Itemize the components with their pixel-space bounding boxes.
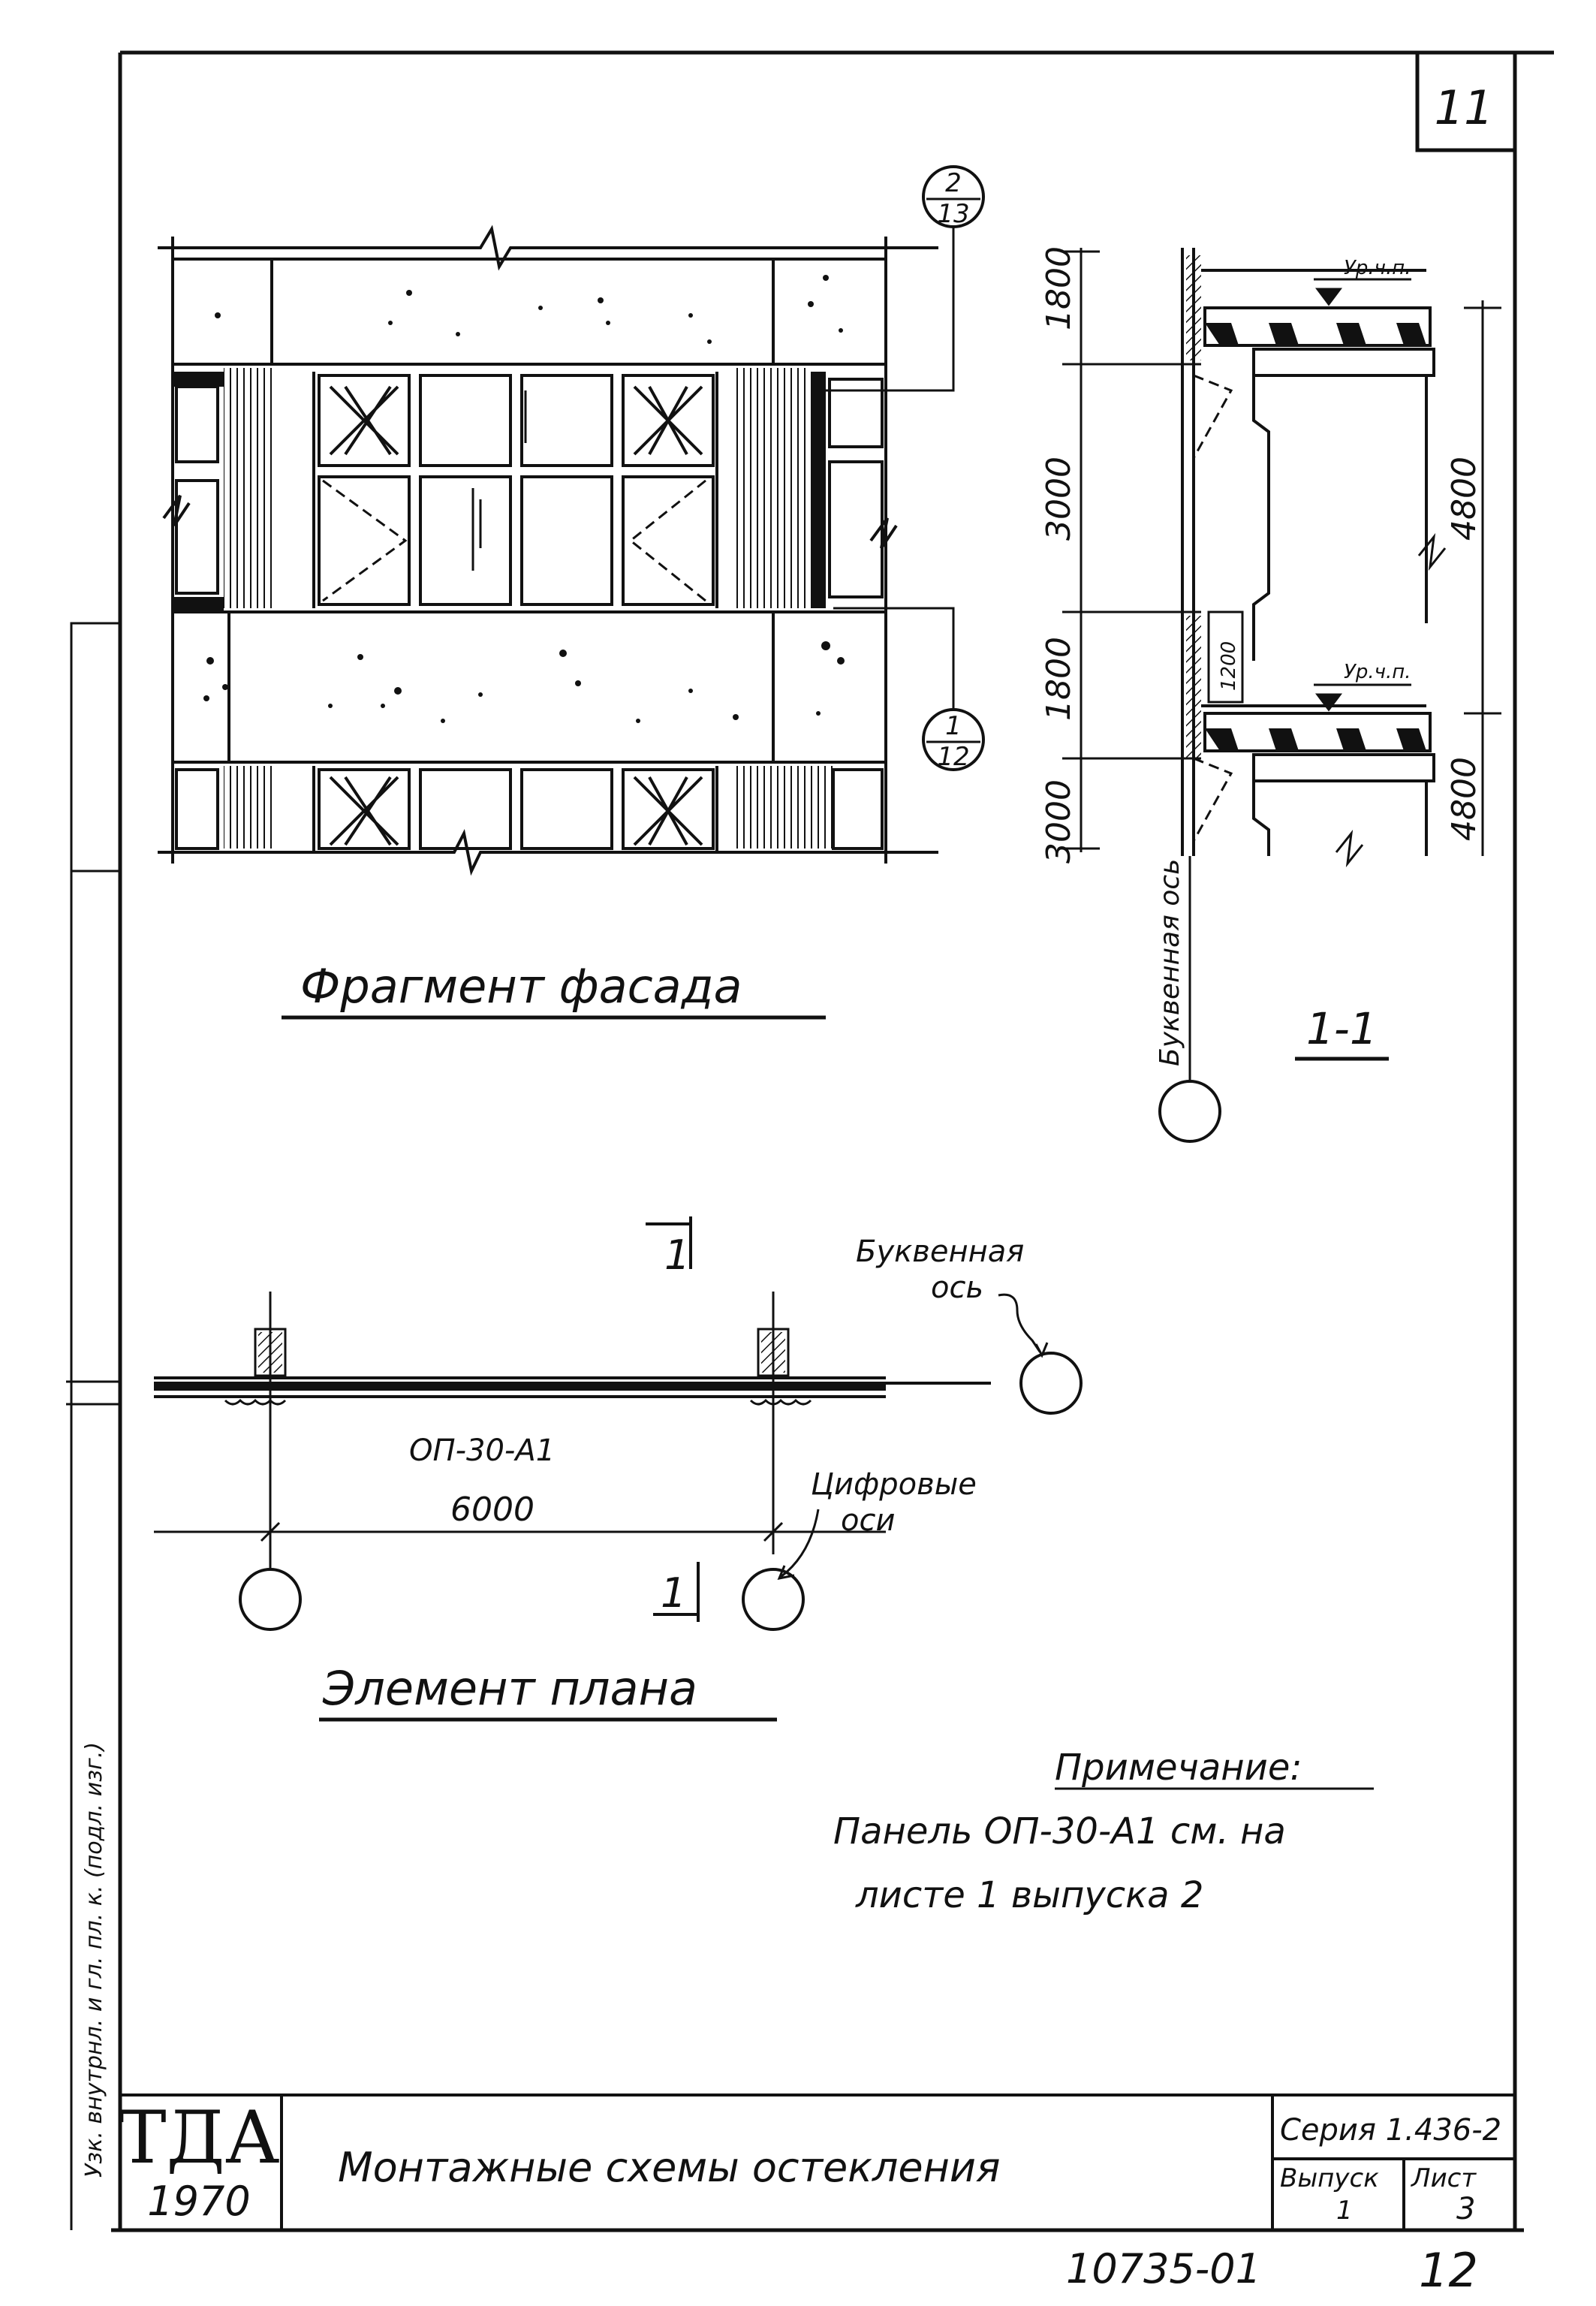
callout-top-num: 2 (945, 168, 962, 198)
drawing-title: Монтажные схемы остекления (338, 2144, 1001, 2191)
digit-axes-label: Цифровые оси (811, 1467, 986, 1538)
sheet-frame (111, 50, 1554, 2232)
level-top: Ур.ч.п. (1344, 257, 1411, 279)
digit-axes-label-line1: Цифровые (811, 1467, 977, 1502)
glazing-band-upper (171, 363, 887, 613)
note-block: Примечание: Панель ОП-30-А1 см. на листе… (833, 1747, 1374, 1916)
plan-title: Элемент плана (322, 1661, 697, 1716)
org-name: ТДА (119, 2096, 280, 2180)
note-line-1: Панель ОП-30-А1 см. на (833, 1810, 1286, 1852)
glazing-band-lower (173, 761, 886, 852)
level-bottom: Ур.ч.п. (1344, 661, 1411, 683)
series-label: Серия 1.436-2 (1280, 2113, 1501, 2148)
page-number: 12 (1419, 2243, 1478, 2298)
doc-number: 10735-01 (1066, 2245, 1261, 2292)
letter-axis-label-line1: Буквенная (856, 1234, 1024, 1269)
side-stamp-text: Узк. внутрнл. и гл. пл. к. (подл. изг.) (81, 1742, 107, 2178)
section-axis-bubble (1158, 1080, 1221, 1143)
plan-dimension: 6000 (450, 1491, 535, 1529)
section-mark-bottom: 1 (661, 1569, 686, 1617)
dim-left-2: 3000 (1040, 457, 1078, 541)
callout-2-13: 2 13 (922, 165, 985, 229)
issue-label: Выпуск (1280, 2163, 1379, 2193)
dim-right-2: 4800 (1445, 757, 1483, 841)
title-block (120, 2093, 1515, 2230)
section-axis-label: Буквенная ось (1155, 859, 1185, 1066)
digit-axis-bubble-left (239, 1568, 302, 1631)
sheet-value: 3 (1456, 2192, 1475, 2226)
plan-element: 1 ОП-30-А1 6000 (154, 1216, 1083, 1722)
section-title: 1-1 (1306, 1003, 1378, 1054)
dim-right-1: 4800 (1445, 457, 1483, 541)
callout-bottom-den: 12 (937, 742, 969, 772)
dim-left-3: 1800 (1040, 637, 1078, 721)
sheet-label: Лист (1410, 2163, 1477, 2193)
facade-title: Фрагмент фасада (300, 959, 742, 1014)
callout-bottom-num: 1 (945, 711, 962, 741)
callout-top-den: 13 (937, 199, 969, 229)
section-1-1: 1800 3000 1800 3000 (1040, 246, 1501, 1143)
letter-axis-label-line2: ось (931, 1271, 983, 1305)
issue-value: 1 (1336, 2196, 1353, 2226)
section-mark-top: 1 (664, 1231, 690, 1279)
facade-fragment: 2 13 1 12 Фрагмент фасада (158, 165, 985, 1020)
note-line-2: листе 1 выпуска 2 (855, 1874, 1203, 1916)
dim-left-4: 3000 (1040, 779, 1078, 864)
note-heading: Примечание: (1055, 1747, 1302, 1789)
inner-dim: 1200 (1218, 641, 1240, 691)
panel-label: ОП-30-А1 (409, 1433, 555, 1468)
callout-1-12: 1 12 (922, 708, 985, 772)
side-stamp-strip (66, 622, 122, 2230)
digit-axis-bubble-right (742, 1568, 805, 1631)
dim-left-1: 1800 (1040, 246, 1078, 330)
letter-axis-bubble (1019, 1352, 1083, 1415)
concrete-speckle (203, 275, 845, 723)
letter-axis-label: Буквенная ось (856, 1234, 1034, 1305)
sheet-corner-number: 11 (1435, 80, 1494, 135)
org-year: 1970 (147, 2178, 250, 2225)
digit-axes-label-line2: оси (841, 1503, 895, 1538)
